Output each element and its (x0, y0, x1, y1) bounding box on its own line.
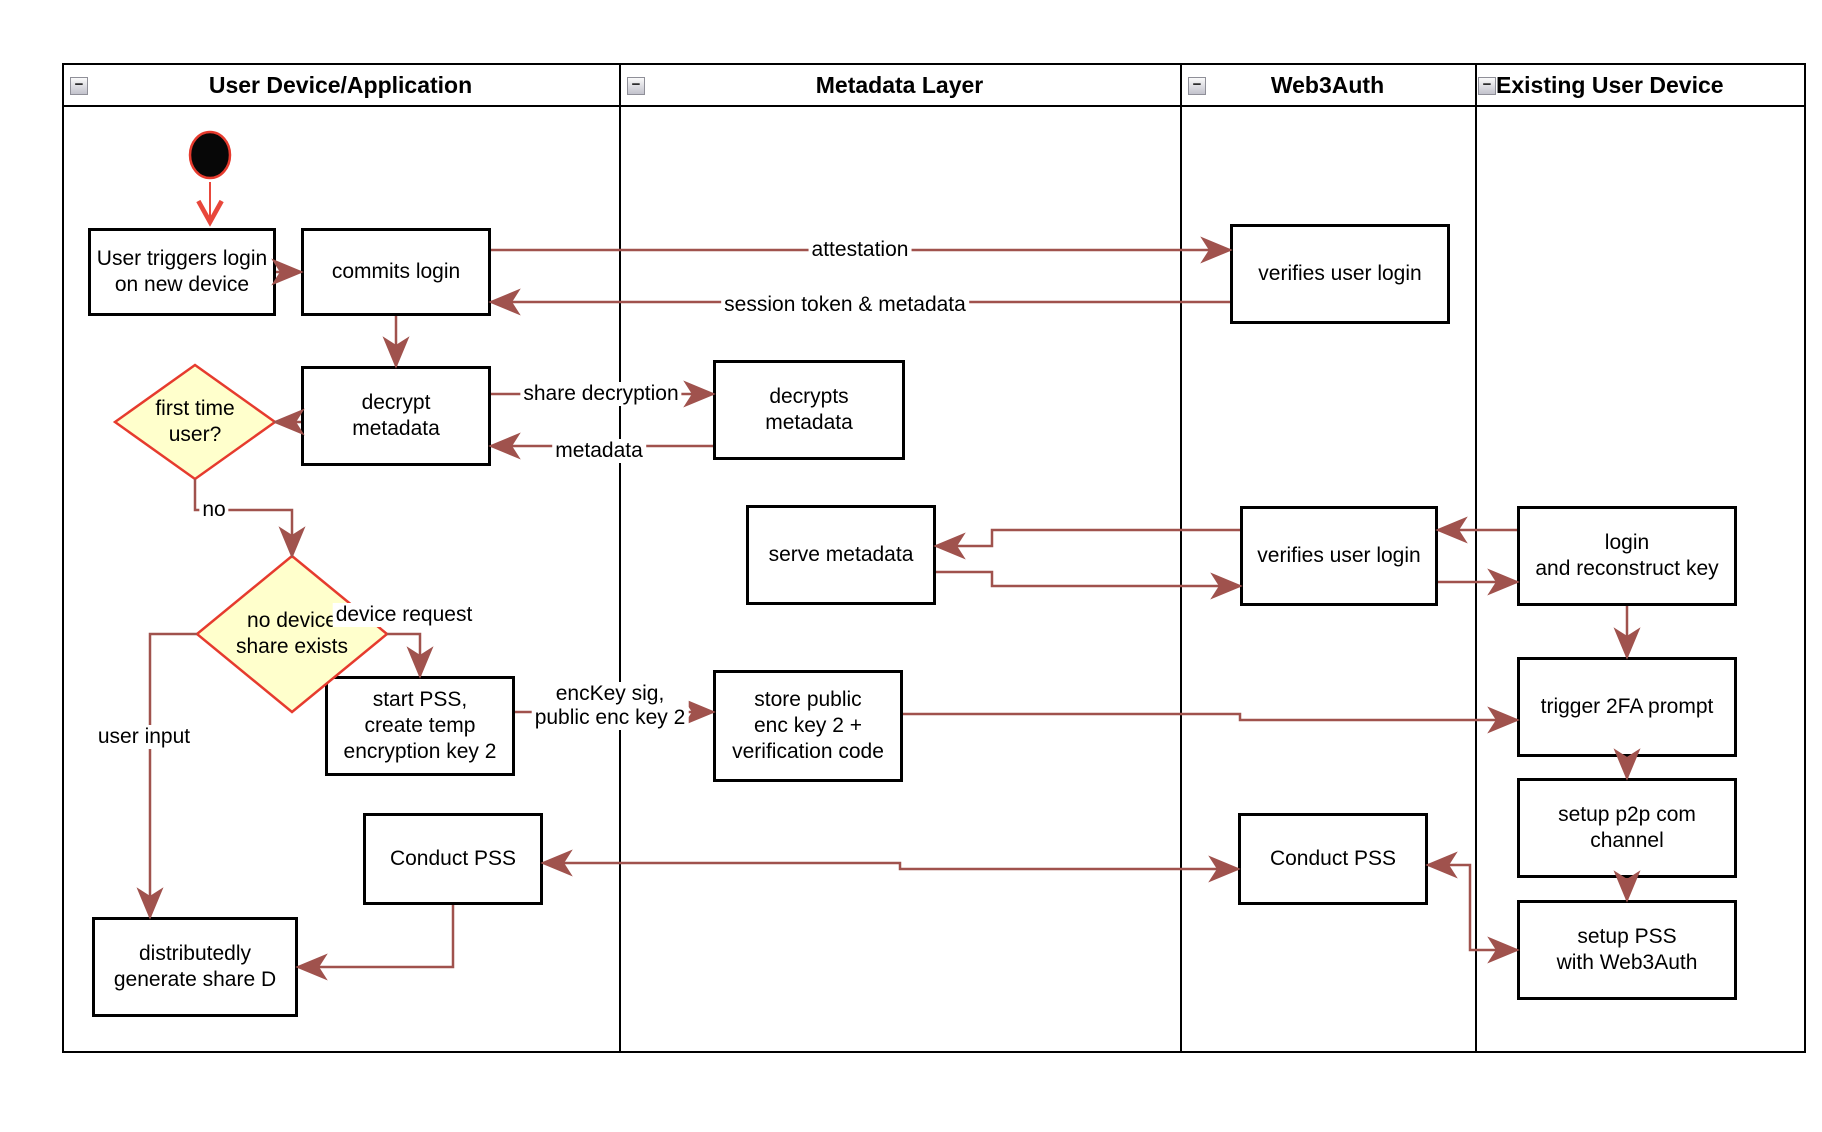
node-serve-metadata[interactable]: serve metadata (746, 505, 936, 605)
node-commits-login[interactable]: commits login (301, 228, 491, 316)
node-user-triggers-login[interactable]: User triggers login on new device (88, 228, 276, 316)
node-distributedly-generate-share[interactable]: distributedly generate share D (92, 917, 298, 1017)
header-separator (62, 105, 1806, 107)
node-setup-pss-web3auth[interactable]: setup PSS with Web3Auth (1517, 900, 1737, 1000)
node-decrypt-metadata[interactable]: decrypt metadata (301, 366, 491, 466)
edge-label-device-request: device request (332, 603, 476, 627)
decision-first-time-user-label: first time user? (155, 397, 235, 446)
lane-divider-2 (1180, 63, 1182, 1051)
node-conduct-pss-web3auth[interactable]: Conduct PSS (1238, 813, 1428, 905)
lane-title-existing-user-device: Existing User Device (1496, 72, 1724, 98)
collapse-lane-icon[interactable]: − (70, 77, 88, 95)
diagram-frame (62, 63, 1806, 1053)
node-login-reconstruct-key[interactable]: login and reconstruct key (1517, 506, 1737, 606)
edge-label-share-decryption: share decryption (520, 382, 682, 406)
edge-label-session-token: session token & metadata (721, 293, 969, 317)
edge-label-user-input: user input (94, 725, 194, 749)
lane-divider-1 (619, 63, 621, 1051)
node-trigger-2fa-prompt[interactable]: trigger 2FA prompt (1517, 657, 1737, 757)
node-conduct-pss-user[interactable]: Conduct PSS (363, 813, 543, 905)
edge-label-enckey-sig: encKey sig, public enc key 2 (531, 682, 689, 730)
collapse-lane-icon[interactable]: − (1478, 77, 1496, 95)
lane-divider-3 (1475, 63, 1477, 1051)
lane-title-user-device: User Device/Application (208, 72, 473, 98)
edge-label-attestation: attestation (808, 238, 912, 262)
node-start-pss[interactable]: start PSS, create temp encryption key 2 (325, 676, 515, 776)
lane-title-metadata-layer: Metadata Layer (815, 72, 984, 98)
node-setup-p2p-channel[interactable]: setup p2p com channel (1517, 778, 1737, 878)
edge-label-metadata: metadata (552, 439, 646, 463)
lane-title-web3auth: Web3Auth (1270, 72, 1385, 98)
node-verifies-user-login-2[interactable]: verifies user login (1240, 506, 1438, 606)
edge-label-no: no (199, 498, 229, 522)
collapse-lane-icon[interactable]: − (627, 77, 645, 95)
node-verifies-user-login-1[interactable]: verifies user login (1230, 224, 1450, 324)
collapse-lane-icon[interactable]: − (1188, 77, 1206, 95)
node-decrypts-metadata[interactable]: decrypts metadata (713, 360, 905, 460)
node-store-public-enc-key[interactable]: store public enc key 2 + verification co… (713, 670, 903, 782)
